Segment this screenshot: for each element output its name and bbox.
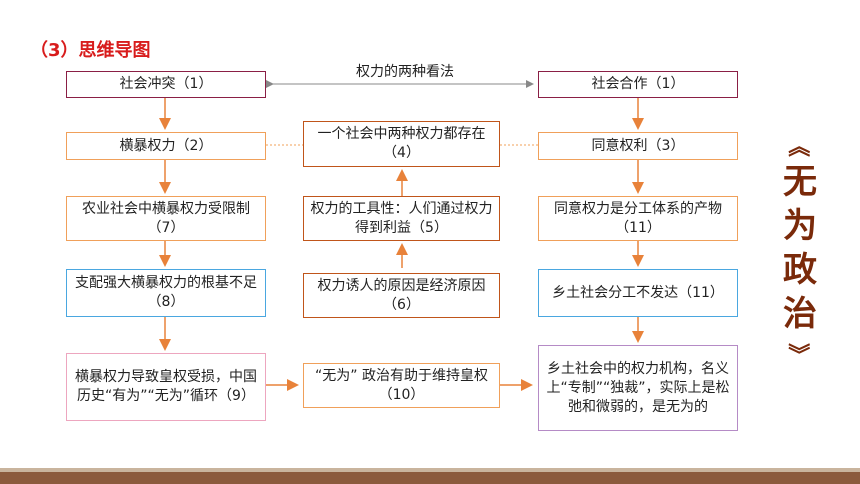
page-title: （3）思维导图 [30,40,151,61]
node-power-instrumentality: 权力的工具性：人们通过权力得到利益（5） [303,196,500,241]
node-agri-society-limits: 农业社会中横暴权力受限制（7） [66,196,266,241]
node-coercive-power: 横暴权力（2） [66,132,266,160]
node-rural-division-underdeveloped: 乡土社会分工不发达（11） [538,269,738,317]
footer-bar [0,472,860,484]
footer-accent-line [0,468,860,472]
node-social-conflict: 社会冲突（1） [66,71,266,98]
side-title-close-bracket: 》 [785,342,811,361]
node-economic-reason: 权力诱人的原因是经济原因（6） [303,273,500,318]
node-consent-division-labor: 同意权力是分工体系的产物（11） [538,196,738,241]
node-social-cooperation: 社会合作（1） [538,71,738,98]
node-insufficient-foundation: 支配强大横暴权力的根基不足（8） [66,269,266,317]
side-title-char-1: 无 [783,162,817,202]
node-wuwei-maintains-power: “无为” 政治有助于维持皇权（10） [303,363,500,408]
side-title-char-3: 政 [783,250,817,290]
node-imperial-power-cycle: 横暴权力导致皇权受损，中国历史“有为”“无为”循环（9） [66,353,266,421]
node-two-powers-coexist: 一个社会中两种权力都存在（4） [303,121,500,167]
central-topic-label: 权力的两种看法 [356,64,454,80]
side-title-char-4: 治 [783,294,817,334]
side-title-open-bracket: 《 [785,134,811,153]
node-consent-rights: 同意权利（3） [538,132,738,160]
side-title-char-2: 为 [783,206,817,246]
node-rural-power-structure: 乡土社会中的权力机构，名义上“专制”“独裁”，实际上是松弛和微弱的，是无为的 [538,345,738,431]
side-title-wuwei-politics: 《 无 为 政 治 》 [770,128,830,368]
